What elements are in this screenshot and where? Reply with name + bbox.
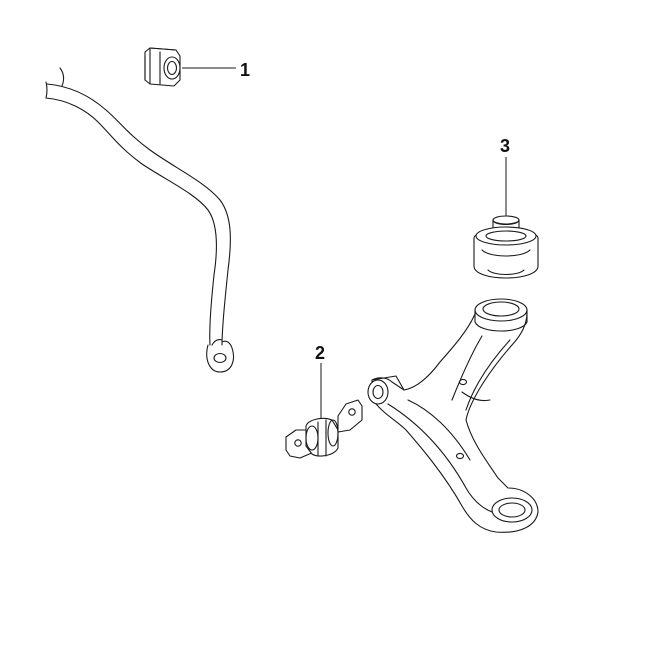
callout-2: 2: [315, 343, 325, 418]
lower-control-arm: [367, 298, 539, 533]
callout-1: 1: [182, 60, 250, 80]
callout-3-number: 3: [500, 136, 510, 156]
stabilizer-bar: [45, 67, 235, 373]
callout-3: 3: [500, 136, 510, 216]
callout-2-number: 2: [315, 343, 325, 363]
lower-arm-rear-bushing: [473, 215, 539, 279]
lower-arm-front-bushing: [285, 399, 363, 459]
callout-1-number: 1: [240, 60, 250, 80]
stabilizer-bushing: [144, 47, 181, 87]
